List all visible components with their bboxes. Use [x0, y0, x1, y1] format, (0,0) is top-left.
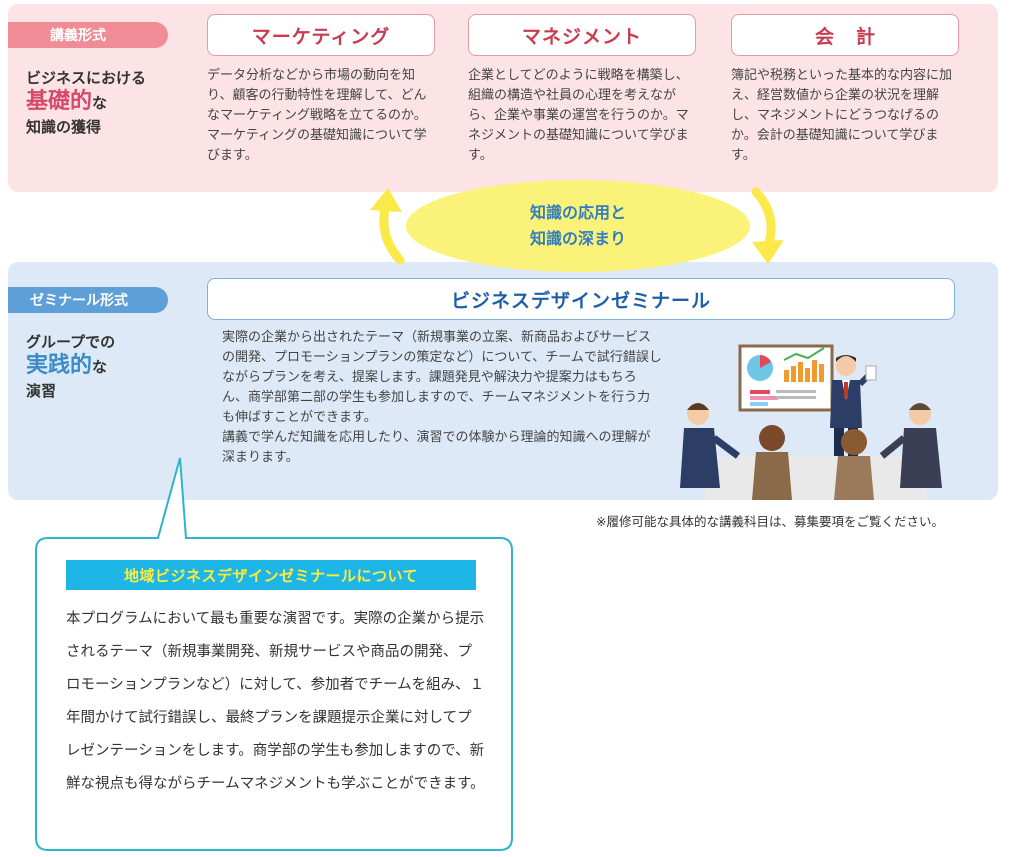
- subject-management-title: マネジメント: [468, 14, 696, 56]
- attendee-back-2: [834, 429, 874, 500]
- seminar-title: ビジネスデザインゼミナール: [207, 278, 955, 320]
- callout-body: 本プログラムにおいて最も重要な演習です。実際の企業から提示されるテーマ（新規事業…: [66, 611, 485, 792]
- meeting-illustration: [680, 344, 942, 500]
- knowledge-bridge: 知識の応用と 知識の深まり: [406, 180, 750, 272]
- seminar-lead-suffix: な: [92, 358, 108, 376]
- attendee-left: [680, 403, 741, 488]
- lecture-lead-line3: 知識の獲得: [26, 118, 102, 136]
- seminar-lead-line3: 演習: [26, 382, 57, 400]
- seminar-format-tag: ゼミナール形式: [8, 287, 168, 313]
- seminar-lead-line1: グループでの: [26, 333, 116, 351]
- lecture-lead-emphasis: 基礎的: [26, 89, 93, 114]
- lecture-lead-suffix: な: [92, 94, 108, 112]
- seminar-description: 実際の企業から出されたテーマ（新規事業の立案、新商品およびサービスの開発、プロモ…: [222, 328, 662, 468]
- arrow-up-left-icon: [370, 188, 405, 265]
- subject-accounting-title: 会計: [731, 14, 959, 56]
- callout-heading: 地域ビジネスデザインゼミナールについて: [66, 560, 476, 590]
- attendee-back-1: [752, 425, 792, 500]
- lecture-lead: ビジネスにおける 基礎的な 知識の獲得: [26, 66, 146, 139]
- bar-chart-icon: [784, 360, 824, 382]
- bridge-line-2: 知識の深まり: [529, 229, 626, 248]
- meeting-table: [706, 456, 926, 500]
- bridge-line-1: 知識の応用と: [529, 203, 626, 222]
- subject-accounting-desc: 簿記や税務といった基本的な内容に加え、経営数値から企業の状況を理解し、マネジメン…: [731, 68, 953, 163]
- subject-marketing-title: マーケティング: [207, 14, 435, 56]
- seminar-desc-paragraph-1: 実際の企業から出されたテーマ（新規事業の立案、新商品およびサービスの開発、プロモ…: [222, 330, 662, 425]
- attendee-right: [879, 403, 942, 488]
- course-note: ※履修可能な具体的な講義科目は、募集要項をご覧ください。: [596, 514, 944, 529]
- seminar-desc-paragraph-2: 講義で学んだ知識を応用したり、演習での体験から理論的知識への理解が深まります。: [222, 430, 651, 465]
- subject-marketing-desc: データ分析などから市場の動向を知り、顧客の行動特性を理解して、どんなマーケティン…: [207, 68, 427, 163]
- lecture-lead-line1: ビジネスにおける: [26, 69, 147, 87]
- seminar-lead: グループでの 実践的な 演習: [26, 330, 115, 403]
- subject-management-desc: 企業としてどのように戦略を構築し、組織の構造や社員の心理を考えながら、企業や事業…: [468, 68, 689, 163]
- seminar-lead-emphasis: 実践的: [26, 353, 93, 378]
- lecture-format-tag: 講義形式: [8, 22, 168, 48]
- arrow-down-right-icon: [751, 187, 784, 264]
